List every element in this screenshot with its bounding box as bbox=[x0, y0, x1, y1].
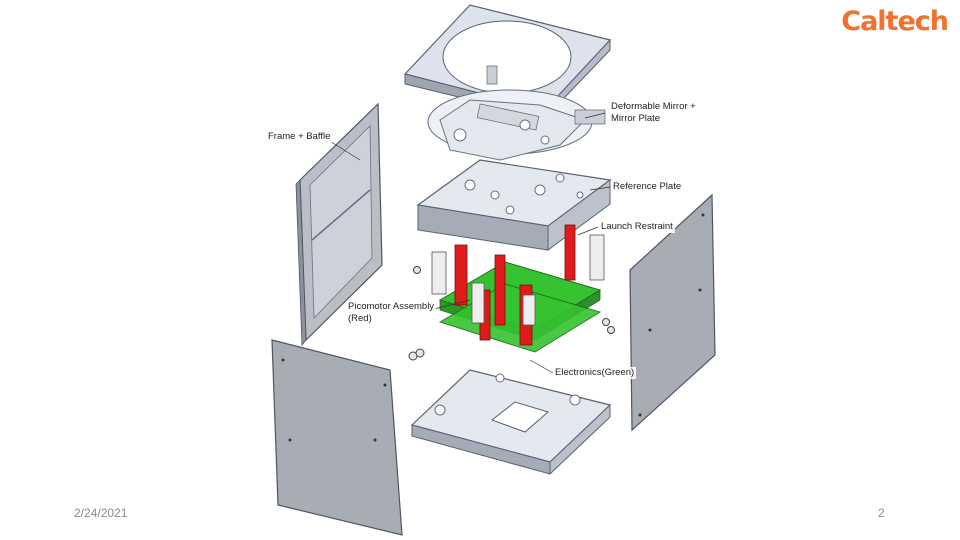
label-frame-baffle: Frame + Baffle bbox=[266, 131, 333, 143]
label-launch-restraint: Launch Restraint bbox=[599, 221, 675, 233]
label-picomotor-line1: Picomotor Assembly bbox=[348, 301, 435, 312]
label-picomotor-assembly: Picomotor Assembly (Red) bbox=[346, 301, 437, 325]
label-deformable-mirror-line2: Mirror Plate bbox=[611, 113, 661, 124]
base-plate bbox=[410, 369, 612, 476]
label-reference-plate: Reference Plate bbox=[611, 181, 684, 193]
footer-date: 2/24/2021 bbox=[74, 506, 128, 520]
page-number: 2 bbox=[878, 506, 885, 520]
reference-plate bbox=[416, 159, 612, 251]
screws bbox=[408, 266, 615, 361]
bottom-side-panel bbox=[271, 339, 403, 536]
picomotor-assembly bbox=[431, 224, 605, 346]
deformable-mirror-assembly bbox=[427, 65, 606, 161]
label-deformable-mirror-line1: Deformable Mirror + bbox=[611, 101, 696, 112]
caltech-logo: Caltech bbox=[841, 6, 949, 37]
label-deformable-mirror: Deformable Mirror + Mirror Plate bbox=[609, 101, 698, 125]
frame-baffle-panel bbox=[295, 102, 383, 347]
label-electronics: Electronics(Green) bbox=[553, 367, 637, 379]
label-picomotor-line2: (Red) bbox=[348, 313, 372, 324]
leader-lines bbox=[327, 112, 611, 374]
